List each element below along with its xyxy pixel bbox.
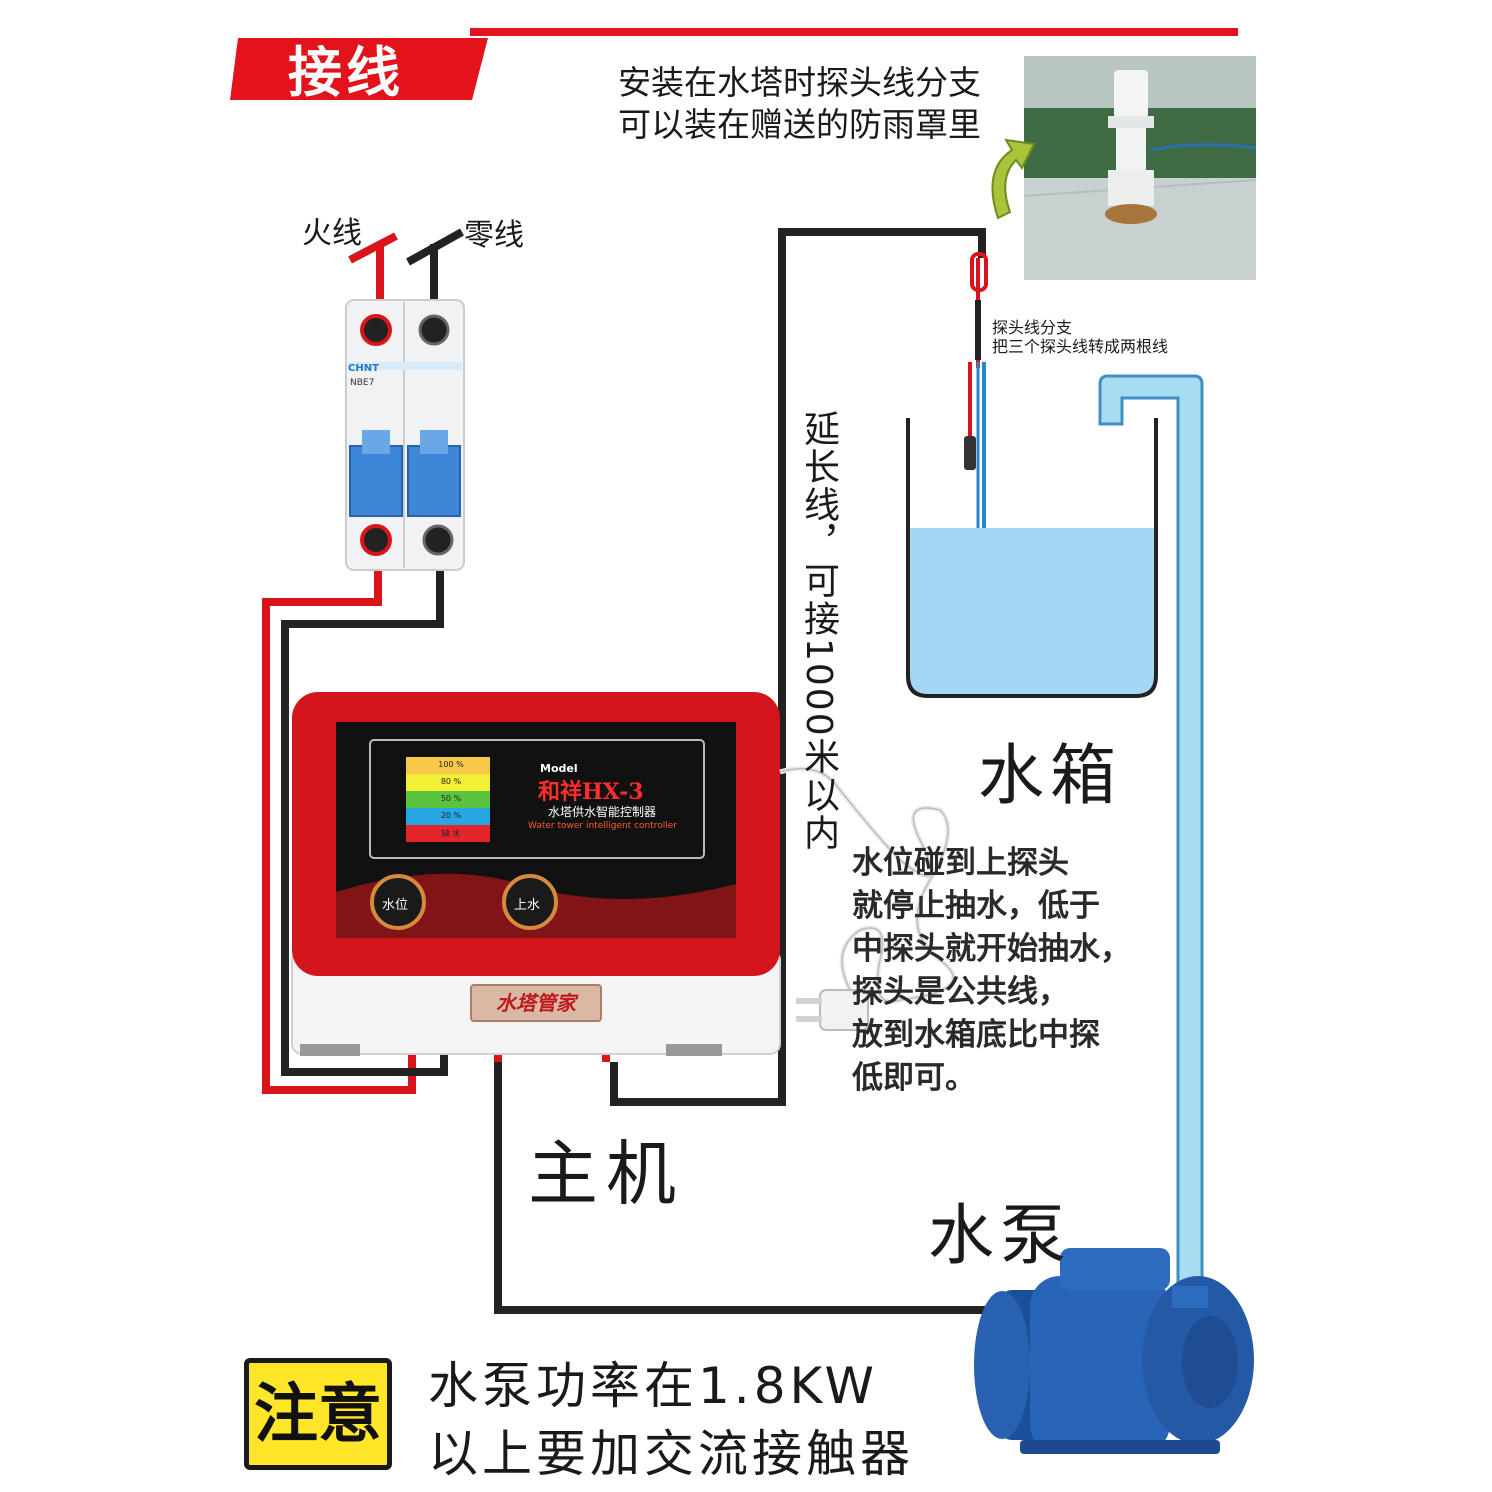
warning-text: 水泵功率在1.8KW 以上要加交流接触器 — [428, 1352, 914, 1488]
water-pump — [974, 1248, 1254, 1454]
explanation-line: 放到水箱底比中探 — [852, 1017, 1100, 1053]
explanation-line: 低即可。 — [852, 1060, 976, 1096]
pump-label: 水泵 — [928, 1197, 1072, 1274]
circuit-breaker[interactable] — [345, 299, 465, 571]
controller-buttons[interactable] — [370, 874, 558, 930]
probe-branch-note: 探头线分支 把三个探头线转成两根线 — [992, 318, 1168, 356]
controller-name-cn: 水塔供水智能控制器 — [548, 805, 657, 819]
live-wire-label: 火线 — [302, 216, 362, 251]
supply-pipe — [1098, 374, 1204, 1302]
controller-brand: 和祥HX-3 — [538, 779, 644, 805]
explanation-line: 就停止抽水，低于 — [852, 888, 1100, 924]
breaker-brand: CHNT — [348, 363, 379, 374]
level-label: 20 % — [440, 811, 462, 820]
controller-name-en: Water tower intelligent controller — [528, 821, 678, 831]
extension-cable-note: 延长线，可接1000米以内 — [798, 410, 839, 852]
explanation-line: 水位碰到上探头 — [852, 845, 1069, 881]
power-plug-icon — [796, 989, 869, 1031]
level-logic-explanation: 水位碰到上探头 就停止抽水，低于 中探头就开始抽水， 探头是公共线， 放到水箱底… — [852, 842, 1131, 1100]
breaker-model: NBE7 — [350, 378, 375, 388]
controller-model-tag: Model — [540, 762, 578, 775]
warning-line: 以上要加交流接触器 — [428, 1425, 914, 1483]
neutral-wire-label: 零线 — [464, 218, 524, 253]
header-title: 接线 — [288, 41, 404, 104]
level-label: 80 % — [440, 777, 462, 786]
level-label: 100 % — [438, 760, 464, 769]
probe-cable — [968, 252, 988, 690]
tower-photo — [1023, 56, 1257, 280]
curved-arrow-icon — [991, 138, 1036, 220]
brand-logo-plate: 水塔管家 — [470, 984, 602, 1022]
fill-water-button-label[interactable]: 上水 — [514, 898, 541, 913]
water-level-button-label[interactable]: 水位 — [382, 898, 409, 913]
explanation-line: 中探头就开始抽水， — [852, 931, 1131, 967]
warning-badge: 注意 — [244, 1358, 392, 1470]
warning-line: 水泵功率在1.8KW — [428, 1357, 878, 1415]
probe-branch-note-line: 探头线分支 — [992, 318, 1073, 337]
water-tank — [906, 418, 1158, 698]
tower-install-note: 安装在水塔时探头线分支 可以装在赠送的防雨罩里 — [618, 62, 981, 146]
tower-install-note-line: 安装在水塔时探头线分支 — [618, 63, 981, 102]
level-label: 50 % — [440, 794, 462, 803]
extension-cable-icon — [779, 766, 956, 1004]
tower-install-note-line: 可以装在赠送的防雨罩里 — [618, 105, 981, 144]
host-unit-label: 主机 — [528, 1133, 684, 1215]
level-indicator — [406, 757, 490, 842]
header-ribbon — [230, 38, 488, 100]
explanation-line: 探头是公共线， — [852, 974, 1069, 1010]
probe-branch-note-line: 把三个探头线转成两根线 — [992, 337, 1169, 356]
level-label: 缺 水 — [441, 829, 461, 838]
tank-label: 水箱 — [978, 737, 1122, 814]
